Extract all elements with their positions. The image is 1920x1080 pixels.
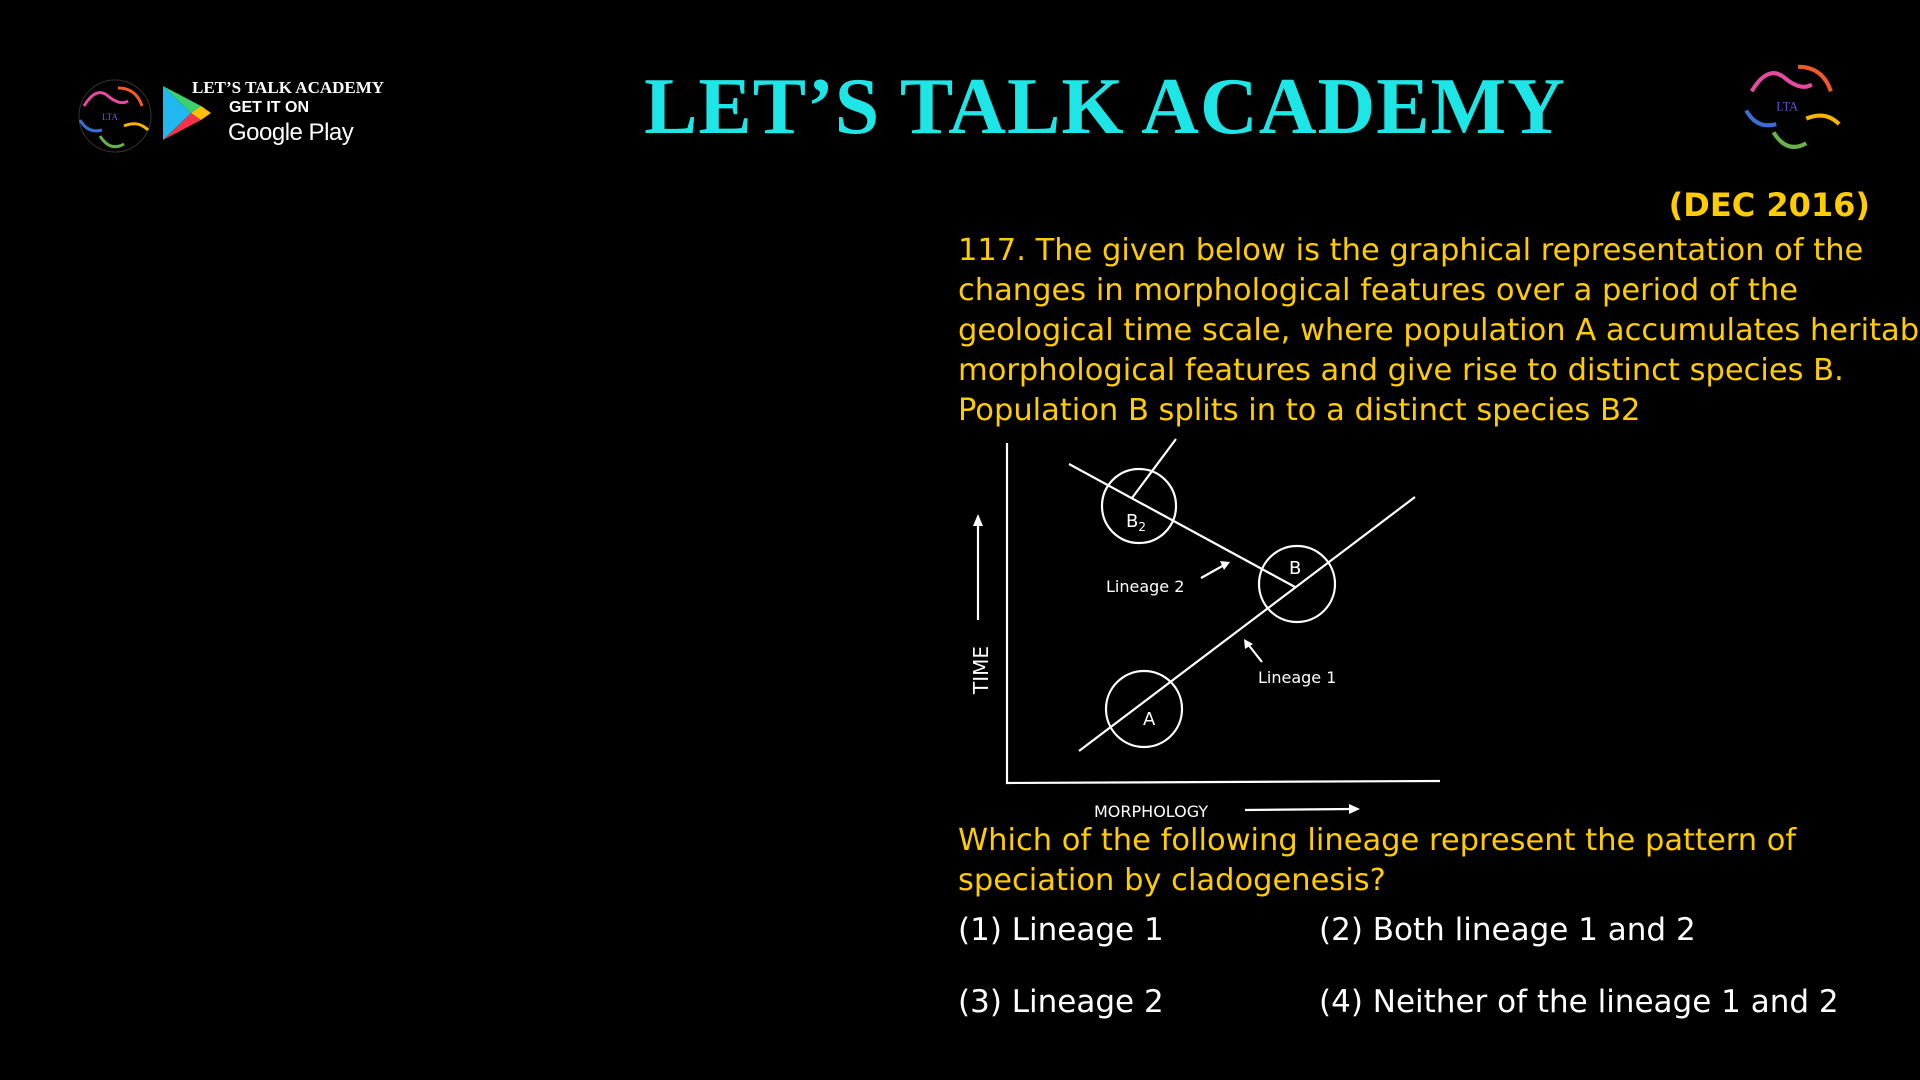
axes (1005, 443, 1441, 785)
question-line: Population B splits in to a distinct spe… (958, 393, 1641, 428)
google-play-link[interactable]: Google Play (228, 119, 354, 146)
question-line: morphological features and give rise to … (958, 353, 1844, 388)
branch-line (1131, 438, 1177, 499)
google-play-icon[interactable] (161, 84, 213, 142)
y-axis-label: TIME (969, 646, 993, 695)
lta-logo-icon: LTA (78, 79, 152, 153)
option-2[interactable]: (2) Both lineage 1 and 2 (1319, 912, 1696, 948)
lineage-2-label: Lineage 2 (1106, 577, 1184, 596)
lineage-2-arrow (1200, 563, 1227, 579)
question-line: changes in morphological features over a… (958, 273, 1798, 308)
lta-logo-icon: LTA (1744, 64, 1841, 149)
node-a-label: A (1143, 709, 1156, 730)
node-b-label: B (1289, 558, 1301, 579)
option-4[interactable]: (4) Neither of the lineage 1 and 2 (1319, 984, 1839, 1020)
node-b (1257, 544, 1337, 624)
lineage-2-line (1068, 463, 1296, 588)
svg-text:LTA: LTA (102, 112, 118, 122)
question-prompt: Which of the following lineage represent… (958, 823, 1797, 858)
morphology-arrow (1244, 807, 1353, 812)
question-line: geological time scale, where population … (958, 313, 1920, 348)
x-axis-label: MORPHOLOGY (1094, 802, 1208, 821)
badge-get-it-on: GET IT ON (229, 99, 309, 116)
question-prompt: speciation by cladogenesis? (958, 863, 1386, 898)
badge-academy-name: LET’S TALK ACADEMY (192, 78, 385, 97)
node-b2-label: B2 (1126, 511, 1146, 534)
question-line: 117. The given below is the graphical re… (958, 233, 1864, 268)
lineage-1-line (1078, 496, 1416, 752)
exam-label: (DEC 2016) (1668, 186, 1870, 224)
lineage-1-label: Lineage 1 (1258, 668, 1336, 687)
svg-text:LTA: LTA (1776, 99, 1798, 113)
page-title: LET’S TALK ACADEMY (644, 63, 1566, 151)
option-1[interactable]: (1) Lineage 1 (958, 912, 1164, 948)
option-3[interactable]: (3) Lineage 2 (958, 984, 1164, 1020)
node-b2 (1100, 467, 1178, 545)
node-a (1104, 669, 1184, 749)
